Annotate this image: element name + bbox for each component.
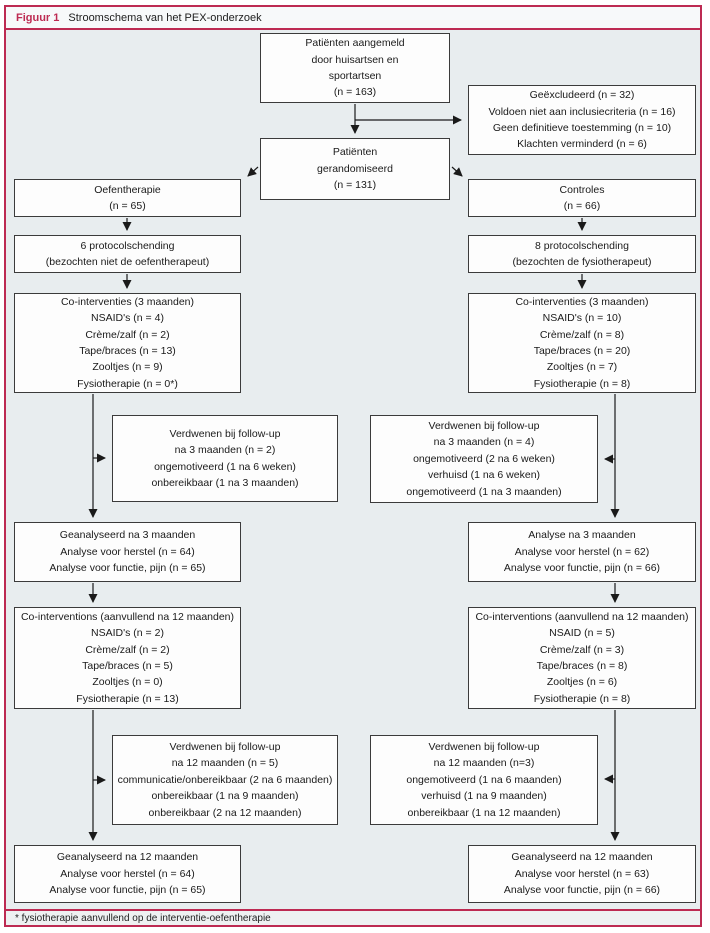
box-line: NSAID's (n = 10)	[542, 312, 622, 325]
box-line: Zooltjes (n = 0)	[92, 676, 163, 689]
box-line: ongemotiveerd (1 na 6 weken)	[154, 460, 296, 473]
box-line: Klachten verminderd (n = 6)	[517, 138, 647, 151]
box-line: Verdwenen bij follow-up	[169, 740, 281, 753]
figure-label: Figuur 1	[16, 11, 60, 24]
box-line: (n = 66)	[563, 200, 601, 212]
box-analyse-3mnd-rechts: Analyse na 3 maanden Analyse voor herste…	[468, 522, 696, 582]
box-cointerventions-12mnd-rechts: Co-interventions (aanvullend na 12 maand…	[468, 607, 696, 709]
box-line: door huisartsen en	[311, 53, 399, 66]
box-line: (n = 163)	[333, 86, 377, 99]
box-line: Fysiotherapie (n = 13)	[76, 692, 179, 705]
box-line: NSAID's (n = 4)	[91, 312, 164, 325]
box-controles: Controles (n = 66)	[468, 179, 696, 217]
box-patienten-aangemeld: Patiënten aangemeld door huisartsen en s…	[260, 33, 450, 103]
box-line: Co-interventies (3 maanden)	[515, 295, 649, 308]
box-line: (bezochten de fysiotherapeut)	[512, 256, 652, 268]
box-line: Geëxcludeerd (n = 32)	[529, 89, 635, 102]
box-line: Geen definitieve toestemming (n = 10)	[492, 122, 672, 134]
box-cointerventies-3mnd-links: Co-interventies (3 maanden) NSAID's (n =…	[14, 293, 241, 393]
box-line: (n = 131)	[333, 179, 377, 192]
box-line: Analyse voor herstel (n = 62)	[514, 545, 650, 558]
box-line: Co-interventions (aanvullend na 12 maand…	[20, 610, 235, 623]
box-line: verhuisd (1 na 9 maanden)	[421, 790, 547, 803]
box-line: Fysiotherapie (n = 8)	[533, 692, 631, 705]
box-line: Zooltjes (n = 6)	[546, 676, 618, 689]
box-verdwenen-12mnd-links: Verdwenen bij follow-up na 12 maanden (n…	[112, 735, 338, 825]
box-line: Zooltjes (n = 9)	[92, 361, 163, 374]
box-line: verhuisd (1 na 6 weken)	[427, 469, 541, 482]
box-line: Analyse voor herstel (n = 64)	[60, 545, 195, 558]
box-line: onbereikbaar (2 na 12 maanden)	[148, 806, 302, 819]
box-line: Analyse voor functie, pijn (n = 66)	[503, 562, 661, 575]
box-line: Crème/zalf (n = 2)	[85, 328, 170, 341]
box-cointerventions-12mnd-links: Co-interventions (aanvullend na 12 maand…	[14, 607, 241, 709]
box-line: NSAID (n = 5)	[549, 627, 615, 640]
box-line: Verdwenen bij follow-up	[428, 740, 540, 753]
box-protocolschending-rechts: 8 protocolschending (bezochten de fysiot…	[468, 235, 696, 273]
box-line: Tape/braces (n = 13)	[79, 345, 176, 357]
box-line: gerandomiseerd	[317, 162, 393, 175]
box-line: (bezochten niet de oefentherapeut)	[45, 256, 210, 268]
box-line: Co-interventies (3 maanden)	[60, 295, 195, 308]
box-cointerventies-3mnd-rechts: Co-interventies (3 maanden) NSAID's (n =…	[468, 293, 696, 393]
box-geanalyseerd-12mnd-links: Geanalyseerd na 12 maanden Analyse voor …	[14, 845, 241, 903]
box-line: Tape/braces (n = 5)	[82, 660, 173, 672]
box-line: Crème/zalf (n = 2)	[85, 643, 170, 656]
box-line: Zooltjes (n = 7)	[546, 361, 618, 374]
box-line: Oefentherapie	[94, 183, 161, 196]
box-verdwenen-12mnd-rechts: Verdwenen bij follow-up na 12 maanden (n…	[370, 735, 598, 825]
box-line: Geanalyseerd na 3 maanden	[59, 529, 196, 542]
box-line: Voldoen niet aan inclusiecriteria (n = 1…	[488, 105, 676, 118]
box-line: Verdwenen bij follow-up	[169, 427, 281, 440]
box-geanalyseerd-3mnd-links: Geanalyseerd na 3 maanden Analyse voor h…	[14, 522, 241, 582]
box-line: NSAID's (n = 2)	[91, 627, 164, 640]
box-line: Controles	[559, 183, 605, 196]
box-line: na 12 maanden (n=3)	[433, 757, 535, 770]
box-line: Geanalyseerd na 12 maanden	[56, 851, 199, 864]
box-line: Geanalyseerd na 12 maanden	[511, 851, 653, 864]
box-line: Patiënten	[332, 146, 378, 159]
box-line: Tape/braces (n = 8)	[536, 660, 628, 672]
box-line: Verdwenen bij follow-up	[428, 419, 540, 432]
box-line: na 3 maanden (n = 4)	[433, 436, 535, 449]
box-line: onbereikbaar (1 na 12 maanden)	[407, 806, 561, 819]
box-line: sportartsen	[328, 70, 382, 82]
box-line: onbereikbaar (1 na 9 maanden)	[151, 790, 299, 803]
box-line: (n = 65)	[109, 200, 146, 212]
box-verdwenen-3mnd-links: Verdwenen bij follow-up na 3 maanden (n …	[112, 415, 338, 502]
box-line: Analyse voor herstel (n = 63)	[514, 867, 650, 880]
box-verdwenen-3mnd-rechts: Verdwenen bij follow-up na 3 maanden (n …	[370, 415, 598, 503]
box-line: Fysiotherapie (n = 0*)	[77, 377, 178, 390]
box-line: Fysiotherapie (n = 8)	[533, 377, 631, 390]
box-line: 6 protocolschending	[80, 239, 175, 252]
box-line: ongemotiveerd (1 na 3 maanden)	[406, 485, 562, 498]
box-line: Patiënten aangemeld	[305, 37, 405, 50]
box-line: Analyse voor functie, pijn (n = 66)	[503, 884, 661, 897]
box-geexcludeerd: Geëxcludeerd (n = 32) Voldoen niet aan i…	[468, 85, 696, 155]
figure-title: Stroomschema van het PEX-onderzoek	[68, 11, 262, 24]
box-line: Analyse voor functie, pijn (n = 65)	[49, 884, 206, 897]
box-line: Analyse na 3 maanden	[528, 529, 636, 542]
box-line: Tape/braces (n = 20)	[533, 345, 631, 357]
box-line: 8 protocolschending	[535, 239, 629, 252]
box-protocolschending-links: 6 protocolschending (bezochten niet de o…	[14, 235, 241, 273]
figure-footnote-bar: * fysiotherapie aanvullend op de interve…	[6, 909, 700, 925]
box-line: ongemotiveerd (2 na 6 weken)	[413, 452, 555, 465]
footnote-text: * fysiotherapie aanvullend op de interve…	[15, 912, 271, 924]
box-line: na 12 maanden (n = 5)	[171, 757, 279, 770]
box-line: onbereikbaar (1 na 3 maanden)	[151, 476, 299, 489]
box-line: Analyse voor herstel (n = 64)	[60, 867, 195, 880]
box-gerandomiseerd: Patiënten gerandomiseerd (n = 131)	[260, 138, 450, 200]
figure-title-bar: Figuur 1 Stroomschema van het PEX-onderz…	[6, 7, 700, 30]
box-line: communicatie/onbereikbaar (2 na 6 maande…	[117, 773, 333, 786]
box-oefentherapie: Oefentherapie (n = 65)	[14, 179, 241, 217]
box-geanalyseerd-12mnd-rechts: Geanalyseerd na 12 maanden Analyse voor …	[468, 845, 696, 903]
box-line: ongemotiveerd (1 na 6 maanden)	[406, 773, 562, 786]
box-line: na 3 maanden (n = 2)	[174, 444, 276, 457]
box-line: Analyse voor functie, pijn (n = 65)	[49, 562, 206, 575]
box-line: Co-interventions (aanvullend na 12 maand…	[475, 610, 689, 623]
box-line: Crème/zalf (n = 8)	[539, 328, 625, 341]
box-line: Crème/zalf (n = 3)	[539, 643, 625, 656]
